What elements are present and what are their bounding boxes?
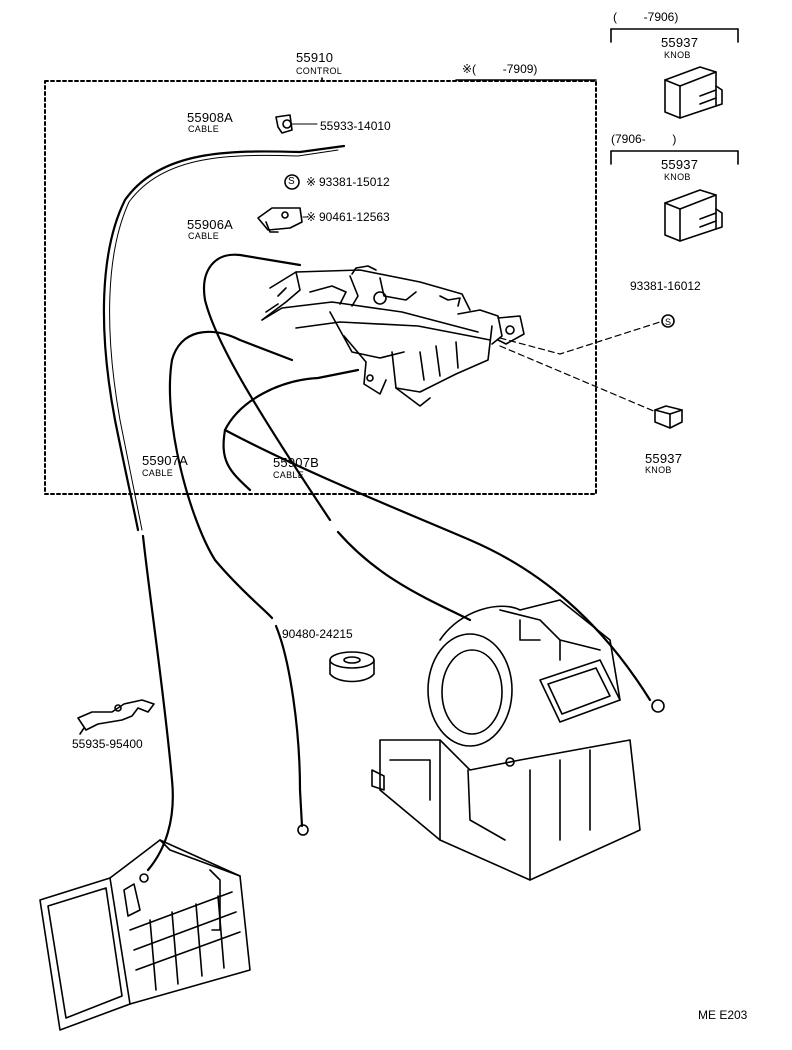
control-assembly-boundary	[44, 80, 597, 495]
cable-55906a-part-name: CABLE	[188, 231, 220, 241]
cable-55907b-end	[651, 699, 665, 713]
knob-top-part-number: 55937	[661, 35, 699, 50]
knob-small-part-name: KNOB	[645, 465, 672, 475]
knob-mid-illustration	[664, 189, 723, 242]
cable-55908a-path	[102, 144, 346, 532]
cable-55906a-path	[202, 253, 332, 522]
marked-range-label: ※( -7909)	[462, 62, 538, 76]
knob-mid-part-number: 55937	[661, 157, 699, 172]
screw-marked-part-number: 93381-15012	[319, 175, 390, 189]
screw-leader-dash	[499, 321, 661, 355]
screw-marked-symbol: S	[288, 176, 295, 187]
lever-clamp-illustration	[77, 699, 155, 735]
cable-55907b-part-name: CABLE	[273, 470, 305, 480]
cable-55906a-lower	[336, 530, 472, 622]
cable-55907a-part-name: CABLE	[142, 468, 174, 478]
knob-small-illustration	[654, 405, 683, 429]
clip-illustration	[275, 114, 318, 134]
top-range-bracket	[610, 28, 739, 43]
lever-clamp-part-number: 55935-95400	[72, 737, 143, 751]
vent-housing-illustration	[39, 839, 251, 1031]
screw-right-symbol: S	[665, 317, 672, 327]
cable-55907a-end	[297, 824, 309, 836]
bracket-marked-mark: ※	[306, 210, 317, 224]
bracket-marked-part-number: 90461-12563	[319, 210, 390, 224]
cable-55908a-lower	[141, 534, 174, 872]
knob-top-illustration	[664, 66, 723, 119]
clip-part-number: 55933-14010	[320, 119, 391, 133]
control-part-name: CONTROL	[296, 66, 343, 76]
bracket-illustration	[257, 207, 308, 233]
mid-range-bracket	[610, 150, 739, 165]
control-mechanism-illustration	[261, 265, 525, 407]
cable-55906a-part-number: 55906A	[187, 217, 234, 232]
knob-mid-part-name: KNOB	[664, 172, 691, 182]
cable-55907b-part-number: 55907B	[273, 455, 320, 470]
screw-marked-mark: ※	[306, 175, 317, 189]
heater-unit-illustration	[371, 599, 641, 881]
grommet-illustration	[329, 651, 375, 683]
mid-range-label: (7906- )	[611, 132, 677, 146]
screw-right-part-number: 93381-16012	[630, 279, 701, 293]
cable-55908a-part-number: 55908A	[187, 110, 234, 125]
top-range-label: ( -7906)	[613, 10, 679, 24]
cable-55908a-path-outer	[109, 149, 339, 531]
screw-marked-symbol-circle	[284, 174, 300, 190]
cable-55907a-part-number: 55907A	[142, 453, 189, 468]
knob-small-part-number: 55937	[645, 451, 683, 466]
control-part-number: 55910	[296, 50, 334, 65]
cable-55907b-path	[222, 368, 360, 492]
grommet-part-number: 90480-24215	[282, 627, 353, 641]
cable-55907a-lower	[274, 624, 304, 828]
screw-right-symbol-circle	[661, 314, 675, 328]
knob-leader-dash	[499, 345, 657, 413]
knob-top-part-name: KNOB	[664, 50, 691, 60]
cable-55907a-path	[168, 330, 294, 620]
cable-55908a-part-name: CABLE	[188, 124, 220, 134]
diagram-code: ME E203	[698, 1008, 748, 1022]
